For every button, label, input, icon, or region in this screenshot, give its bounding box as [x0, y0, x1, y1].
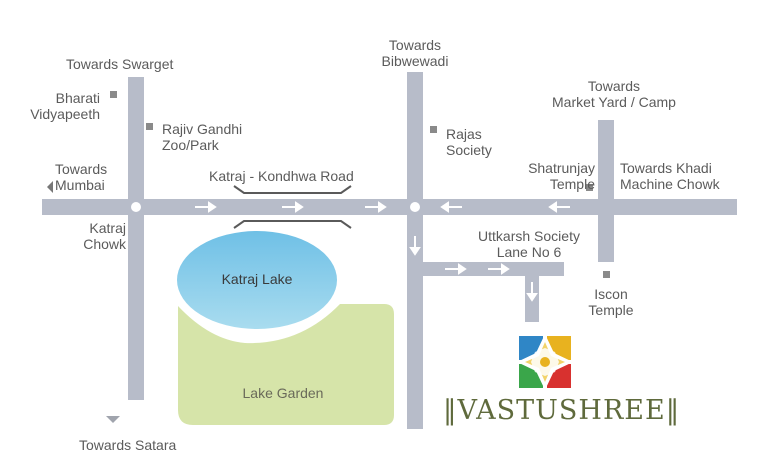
label-towards-bibwewadi: Towards Bibwewadi [365, 37, 465, 69]
mumbai-line2: Mumbai [55, 177, 105, 193]
khadi-line2: Machine Chowk [620, 176, 720, 192]
brand-bar-left: ‖ [443, 395, 458, 426]
bridge-top [233, 185, 352, 194]
market-yard-line1: Towards [587, 78, 641, 94]
label-katraj-kondhwa-road: Katraj - Kondhwa Road [209, 168, 354, 184]
uttkarsh-line1: Uttkarsh Society [478, 228, 580, 244]
bibwewadi-line2: Bibwewadi [381, 53, 449, 69]
mumbai-arrow-icon [47, 181, 53, 193]
uttkarsh-line2: Lane No 6 [496, 244, 562, 260]
zoo-line1: Rajiv Gandhi [162, 121, 243, 137]
bharati-line1: Bharati [55, 90, 100, 106]
label-katraj-lake: Katraj Lake [221, 271, 293, 287]
bridge-bottom [233, 220, 352, 229]
label-rajiv-gandhi-zoo: Rajiv Gandhi Zoo/Park [162, 121, 242, 153]
market-yard-line2: Market Yard / Camp [552, 94, 676, 110]
rajas-line2: Society [446, 142, 492, 158]
label-rajas-society: Rajas Society [446, 126, 492, 158]
label-shatrunjay-temple: Shatrunjay Temple [500, 160, 595, 192]
brand-name-text: VASTUSHREE [457, 395, 666, 426]
brand-bar-right: ‖ [665, 395, 681, 426]
iscon-line1: Iscon [594, 286, 628, 302]
label-katraj-chowk: Katraj Chowk [60, 220, 126, 252]
katraj-chowk-line1: Katraj [89, 220, 126, 236]
satara-arrow-icon [106, 416, 120, 423]
label-lake-garden: Lake Garden [242, 385, 324, 401]
zoo-marker-icon [146, 123, 153, 130]
shatrunjay-line1: Shatrunjay [528, 160, 595, 176]
iscon-line2: Temple [588, 302, 634, 318]
lotus-logo-icon [517, 334, 573, 390]
katraj-chowk-line2: Chowk [83, 236, 126, 252]
bharati-marker-icon [110, 91, 117, 98]
label-iscon-temple: Iscon Temple [578, 286, 644, 318]
bibwewadi-line1: Towards [388, 37, 442, 53]
label-towards-swarget: Towards Swarget [66, 56, 174, 72]
direction-arrows [195, 201, 570, 302]
katraj-chowk-junction [131, 202, 141, 212]
road-kondhwa-main [42, 199, 737, 215]
label-towards-satara: Towards Satara [79, 437, 177, 453]
label-towards-khadi-machine-chowk: Towards Khadi Machine Chowk [620, 160, 720, 192]
label-towards-mumbai: Towards Mumbai [55, 161, 107, 193]
shatrunjay-marker-icon [586, 184, 593, 191]
zoo-line2: Zoo/Park [162, 137, 219, 153]
brand-name: ‖VASTUSHREE‖ [443, 395, 680, 426]
rajas-line1: Rajas [446, 126, 482, 142]
label-uttkarsh-society: Uttkarsh Society Lane No 6 [464, 228, 594, 260]
katraj-lake [177, 231, 337, 329]
rajas-marker-icon [430, 126, 437, 133]
label-towards-market-yard: Towards Market Yard / Camp [534, 78, 694, 110]
iscon-marker-icon [603, 271, 610, 278]
bharati-line2: Vidyapeeth [30, 106, 100, 122]
road-katraj-vertical [128, 77, 144, 400]
road-market-yard-vertical [598, 120, 614, 262]
khadi-line1: Towards Khadi [620, 160, 712, 176]
mumbai-line1: Towards [55, 161, 108, 177]
lake-garden-area [178, 304, 394, 425]
shatrunjay-line2: Temple [549, 176, 595, 192]
bibwewadi-junction [410, 202, 420, 212]
label-bharati-vidyapeeth: Bharati Vidyapeeth [18, 90, 100, 122]
